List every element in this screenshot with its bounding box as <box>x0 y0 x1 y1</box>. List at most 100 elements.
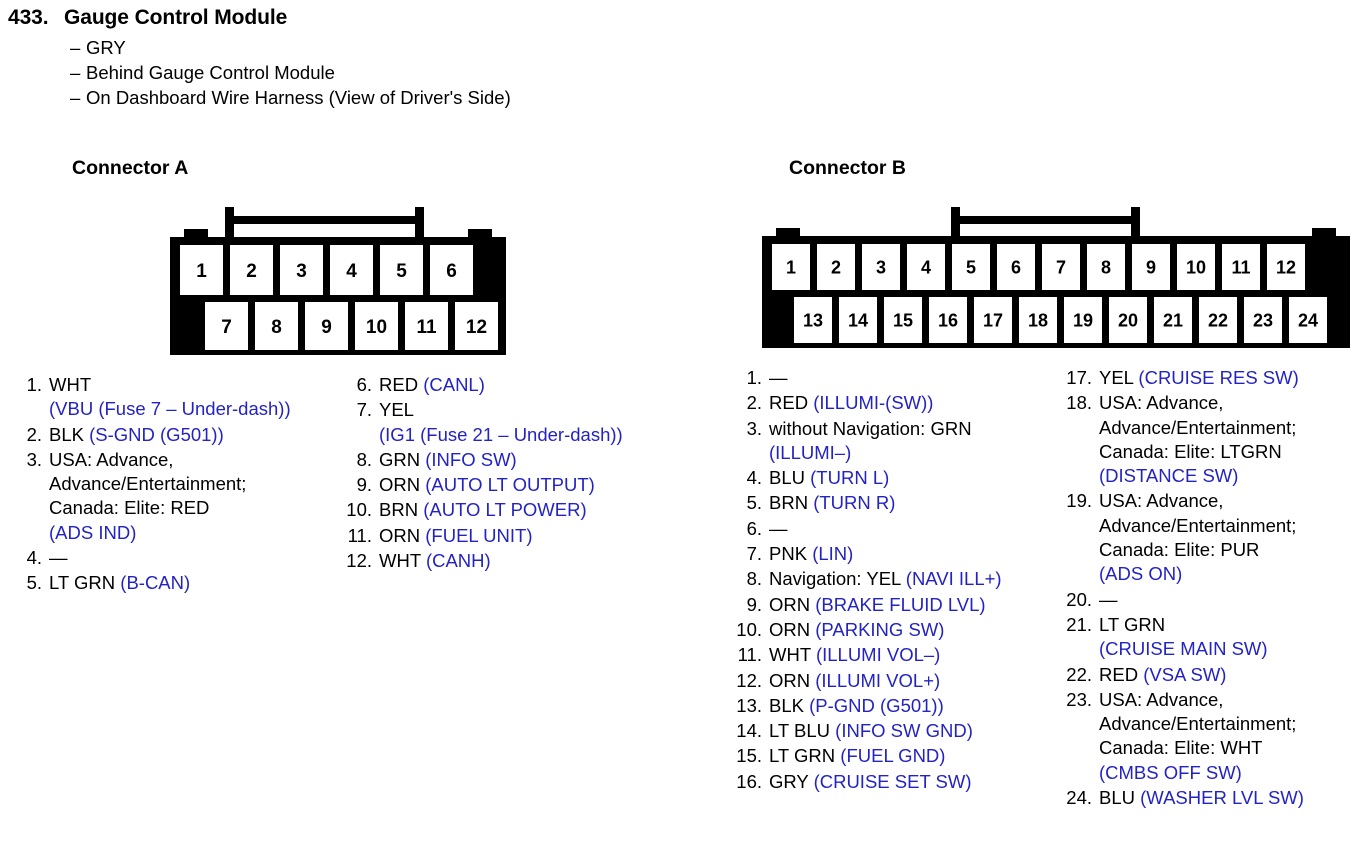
pin-signal-name: (DISTANCE SW) <box>1099 465 1239 487</box>
pin-line: BLU (TURN L) <box>769 466 1048 490</box>
connector-cell <box>1154 297 1192 343</box>
pin-description: BRN (AUTO LT POWER) <box>379 498 668 522</box>
pin-entry: 3.USA: Advance,Advance/Entertainment;Can… <box>14 448 344 545</box>
pin-number: 11. <box>347 524 372 546</box>
pin-line: ORN (BRAKE FLUID LVL) <box>769 593 1048 617</box>
pin-description: GRN (INFO SW) <box>379 448 668 472</box>
pin-signal-name: (CRUISE MAIN SW) <box>1099 638 1268 660</box>
connector-cell <box>180 245 223 295</box>
pin-entry: 21. LT GRN (CRUISE MAIN SW) <box>1058 613 1358 662</box>
pin-wire-color: BLU <box>769 467 811 489</box>
pin-wire-color: USA: Advance, <box>1099 392 1224 414</box>
pin-line: Canada: Elite: RED <box>49 496 344 520</box>
pin-signal-name: (INFO SW) <box>425 448 517 470</box>
pin-description: — <box>769 366 1048 390</box>
pin-line: Advance/Entertainment; <box>49 472 344 496</box>
pin-wire-color: PNK <box>769 543 813 565</box>
pin-description: without Navigation: GRN(ILLUMI–) <box>769 417 1048 466</box>
pin-wire-color: USA: Advance, <box>49 448 174 470</box>
pin-number: 22. <box>1066 663 1092 685</box>
pin-wire-color: — <box>769 367 788 388</box>
connector-b-latch <box>951 207 1140 244</box>
pin-entry: 12.WHT (CANH) <box>338 549 668 573</box>
pin-number: 8. <box>356 448 372 470</box>
pin-number: 21. <box>1066 613 1092 635</box>
pin-wire-color: Canada: Elite: WHT <box>1099 737 1263 759</box>
connector-b-bottom-row <box>794 297 1327 343</box>
connector-cell <box>1267 244 1305 290</box>
connector-cell <box>794 297 832 343</box>
pin-number: 14. <box>736 720 762 742</box>
pin-wire-color: USA: Advance, <box>1099 490 1224 512</box>
pin-number: 16. <box>736 770 762 792</box>
pin-signal-name: (IG1 (Fuse 21 – Under-dash)) <box>379 423 623 445</box>
pin-line: WHT (ILLUMI VOL–) <box>769 643 1048 667</box>
pin-wire-color: WHT <box>49 374 92 395</box>
pin-entry: 9.ORN (AUTO LT OUTPUT) <box>338 473 668 497</box>
pin-wire-color: BRN <box>379 499 424 521</box>
connector-a-latch <box>225 207 424 245</box>
pin-wire-color: Canada: Elite: PUR <box>1099 539 1260 561</box>
connector-a-pinlist-right: 6.RED (CANL)7.YEL(IG1 (Fuse 21 – Under-d… <box>338 373 668 574</box>
pin-wire-color: USA: Advance, <box>1099 688 1224 710</box>
pin-number: 11. <box>737 644 762 666</box>
pin-wire-color: ORN <box>769 593 816 615</box>
pin-wire-color: — <box>49 547 68 569</box>
pin-line: Advance/Entertainment; <box>1099 514 1358 538</box>
pin-entry: 1.— <box>728 366 1048 390</box>
connector-cell <box>997 244 1035 290</box>
pin-wire-color: — <box>1099 588 1118 610</box>
pin-line: Advance/Entertainment; <box>1099 712 1358 736</box>
pin-description: BLK (P-GND (G501)) <box>769 694 1048 718</box>
pin-wire-color: LT GRN <box>1099 613 1166 635</box>
header-bullet-text: GRY <box>86 37 126 58</box>
pin-wire-color: Advance/Entertainment; <box>1099 713 1297 735</box>
pin-description: RED (CANL) <box>379 373 668 397</box>
pin-line: RED (VSA SW) <box>1099 663 1358 687</box>
pin-wire-color: WHT <box>379 550 426 572</box>
pin-entry: 23.USA: Advance,Advance/Entertainment;Ca… <box>1058 688 1358 785</box>
pin-description: USA: Advance,Advance/Entertainment;Canad… <box>1099 391 1358 488</box>
pin-wire-color: ORN <box>769 618 816 640</box>
pin-number: 2. <box>746 392 762 414</box>
pin-description: — <box>49 546 344 570</box>
pin-description: ORN (PARKING SW) <box>769 618 1048 642</box>
connector-cell-number: 12 <box>1276 257 1296 277</box>
pin-line: WHT <box>49 373 344 397</box>
pin-wire-color: — <box>769 517 788 539</box>
pin-number: 7. <box>746 543 762 565</box>
connector-cell <box>1087 244 1125 290</box>
pin-number: 5. <box>26 572 42 594</box>
pin-signal-name: (ILLUMI VOL+) <box>815 669 941 691</box>
pin-line: without Navigation: GRN <box>769 417 1048 441</box>
pin-description: ORN (ILLUMI VOL+) <box>769 669 1048 693</box>
pin-description: LT GRN (CRUISE MAIN SW) <box>1099 613 1358 662</box>
pin-signal-name: (ADS IND) <box>49 521 137 543</box>
header-bullet-text: Behind Gauge Control Module <box>86 62 335 83</box>
pin-line: PNK (LIN) <box>769 542 1048 566</box>
pin-number: 7. <box>356 399 372 421</box>
connector-cell-number: 6 <box>1011 257 1021 277</box>
connector-cell <box>1019 297 1057 343</box>
pin-entry: 9.ORN (BRAKE FLUID LVL) <box>728 593 1048 617</box>
connector-cell <box>430 245 473 295</box>
connector-cell-number: 3 <box>296 261 307 282</box>
pin-description: ORN (AUTO LT OUTPUT) <box>379 473 668 497</box>
connector-cell-number: 14 <box>848 310 868 330</box>
pin-signal-name: (CANL) <box>423 374 485 395</box>
connector-cell-number: 15 <box>893 310 913 330</box>
pin-line: — <box>49 546 344 570</box>
pin-wire-color: RED <box>1099 663 1144 685</box>
pin-description: LT GRN (B-CAN) <box>49 571 344 595</box>
pin-signal-name: (AUTO LT POWER) <box>423 499 587 521</box>
connector-a-top-row <box>180 245 473 295</box>
connector-cell <box>1289 297 1327 343</box>
pin-line: RED (ILLUMI-(SW)) <box>769 391 1048 415</box>
connector-a-bottom-row <box>205 302 498 350</box>
connector-cell <box>230 245 273 295</box>
pin-wire-color: Advance/Entertainment; <box>1099 514 1297 536</box>
pin-line: YEL <box>379 398 668 422</box>
